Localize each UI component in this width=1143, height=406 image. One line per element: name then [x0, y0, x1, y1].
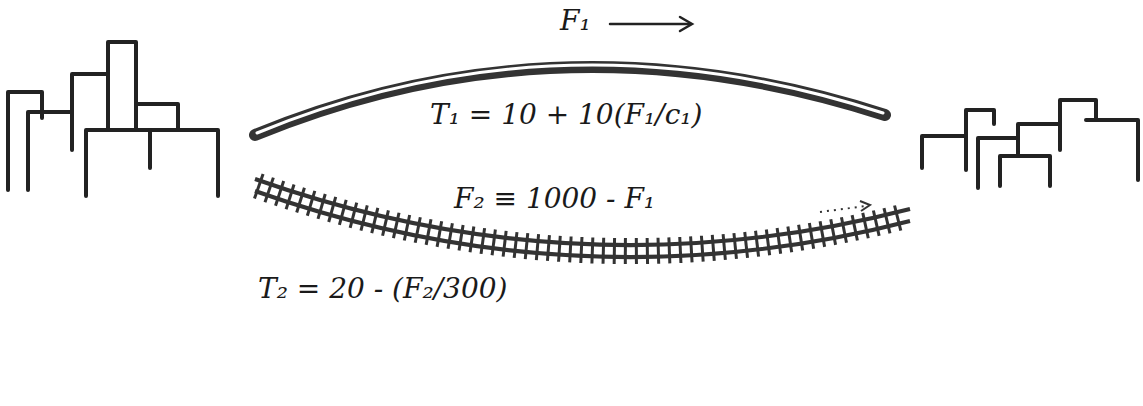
rail-tie	[852, 215, 857, 240]
building	[1086, 120, 1138, 180]
left-city	[8, 42, 218, 196]
rail-tie	[492, 230, 495, 256]
building	[72, 74, 108, 150]
rail-tie	[635, 238, 638, 264]
rail-tie	[350, 203, 357, 228]
rail-tie	[536, 234, 538, 260]
rail-tie	[372, 208, 378, 233]
rail-tie	[809, 223, 813, 249]
rail-tie	[459, 225, 463, 251]
rail-tie	[383, 210, 389, 235]
rail-tie	[841, 217, 846, 243]
rail-tie	[437, 221, 442, 247]
rail-tie	[895, 205, 901, 230]
flow-formula: F₂ ≡ 1000 - F₁	[450, 184, 659, 215]
building	[28, 112, 72, 190]
building	[86, 130, 218, 196]
rail-tie	[766, 229, 769, 255]
rail-tie	[680, 237, 681, 263]
rail-tie	[863, 213, 869, 238]
rail-tie	[525, 233, 528, 259]
arrow-head	[860, 201, 870, 211]
rail-tie	[361, 205, 367, 230]
building	[108, 42, 136, 130]
building	[8, 92, 42, 190]
travel-time-formula: T₂ = 20 - (F₂/300)	[258, 274, 507, 305]
rail-tie	[415, 217, 420, 242]
rail-line	[255, 179, 910, 245]
rail-tie	[602, 238, 606, 264]
rail-tie	[590, 237, 594, 263]
rail-tie	[820, 221, 825, 247]
rail-tie	[657, 238, 661, 264]
building	[922, 136, 966, 170]
train-direction	[820, 201, 870, 212]
building	[136, 104, 178, 130]
rail-tie	[470, 227, 474, 253]
rail-tie	[777, 228, 781, 254]
rail-tie	[613, 238, 616, 264]
flow-arrow	[610, 17, 692, 31]
rail-tie	[873, 210, 879, 235]
rail-tie	[712, 235, 714, 261]
building	[1018, 124, 1060, 150]
rail-tie	[831, 219, 836, 245]
rail-tie	[393, 213, 399, 238]
rail-tie	[701, 236, 703, 262]
rail-tie	[559, 236, 561, 262]
flow-label: F₁	[560, 6, 591, 37]
right-city	[922, 100, 1138, 188]
rail-tie	[547, 235, 549, 261]
rail-tie	[691, 236, 692, 262]
rail-tie	[448, 223, 452, 249]
rail-axis	[255, 185, 910, 251]
rail-tie	[481, 228, 485, 254]
rail-tie	[799, 225, 803, 251]
rail-tie	[788, 226, 792, 252]
dotted-arrow	[820, 206, 866, 212]
arrow-shaft	[610, 23, 690, 26]
rail-tie	[745, 232, 748, 258]
rail-tie	[426, 219, 431, 245]
rail-tie	[570, 236, 571, 262]
building	[1000, 156, 1050, 186]
travel-time-formula: T₁ = 10 + 10(F₁/c₁)	[430, 100, 703, 131]
highway	[255, 65, 885, 135]
rail-tie	[503, 231, 506, 257]
road-gap	[257, 65, 883, 133]
rail-tie	[723, 234, 725, 260]
rail-tie	[667, 237, 671, 263]
rail-tie	[339, 200, 346, 225]
rail-tie	[581, 237, 582, 263]
rail-tie	[514, 232, 517, 258]
rail-tie	[404, 215, 409, 240]
rail-tie	[646, 238, 649, 264]
building	[148, 130, 152, 168]
rail-tie	[756, 231, 759, 257]
railway	[254, 174, 910, 264]
rail-tie	[624, 238, 627, 264]
rail-tie	[884, 208, 890, 233]
arrow-head	[680, 17, 692, 31]
rail-tie	[734, 233, 737, 259]
